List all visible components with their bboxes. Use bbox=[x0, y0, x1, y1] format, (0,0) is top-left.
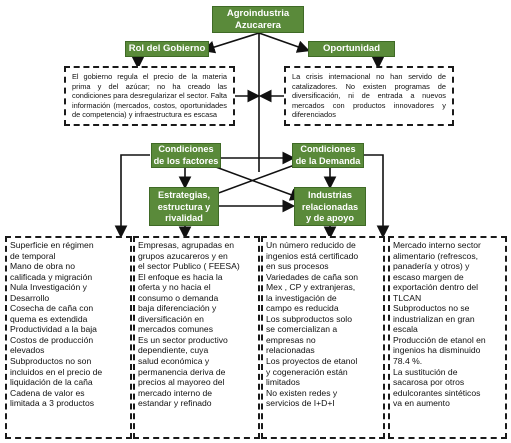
demanda-detail-line: ingenios ha disminuido bbox=[393, 345, 481, 356]
oportunidad-text-box: La crisis internacional no han servido d… bbox=[284, 66, 454, 126]
estrategias-box: Estrategias, estructura y rivalidad bbox=[149, 187, 219, 226]
factores-detail-line: Desarrollo bbox=[10, 292, 50, 303]
industrias-detail-line: Mex , CP y extranjeras, bbox=[266, 282, 356, 293]
estrategias-detail-line: estandar y refinado bbox=[138, 398, 212, 409]
rol-gobierno-box: Rol del Gobierno bbox=[125, 41, 209, 57]
industrias-detail-line: Variedades de caña son bbox=[266, 271, 359, 282]
factores-detail-line: Productividad a la baja bbox=[10, 324, 97, 335]
factores-detail-line: de temporal bbox=[10, 250, 56, 261]
factores-detail-line: liquidación de la caña bbox=[10, 377, 93, 388]
factores-detail-line: Costos de producción bbox=[10, 334, 94, 345]
industrias-box: Industrias relacionadas y de apoyo bbox=[294, 187, 366, 226]
estrategias-line-2: estructura y bbox=[157, 201, 211, 212]
industrias-detail-line: ingenios está certificado bbox=[266, 250, 359, 261]
industrias-detail-line: se comercializan a bbox=[266, 324, 338, 335]
demanda-detail-line: panadería y otros) y bbox=[393, 261, 470, 272]
industrias-details-column: Un número reducido de ingenios está cert… bbox=[261, 236, 385, 439]
demanda-detail-line: edulcorantes sintéticos bbox=[393, 387, 481, 398]
demanda-detail-line: industrializan en gran bbox=[393, 313, 475, 324]
estrategias-detail-line: El enfoque es hacia la bbox=[138, 271, 223, 282]
demanda-detail-line: La sustitución de bbox=[393, 366, 458, 377]
estrategias-detail-line: baja diferenciación y bbox=[138, 303, 217, 314]
demanda-detail-line: sacarosa por otros bbox=[393, 377, 465, 388]
industrias-detail-line: empresas no bbox=[266, 334, 316, 345]
factores-detail-line: Cosecha de caña con bbox=[10, 303, 94, 314]
industrias-detail-line: Los proyectos de etanol bbox=[266, 356, 358, 367]
industrias-detail-line: limitados bbox=[266, 377, 300, 388]
factores-detail-line: Superficie en régimen bbox=[10, 240, 94, 250]
demanda-details-column: Mercado interno sector alimentario (refr… bbox=[388, 236, 507, 439]
demanda-detail-line: escaso margen de bbox=[393, 271, 464, 282]
industrias-detail-line: No existen redes y bbox=[266, 387, 338, 398]
estrategias-detail-line: Empresas, agrupadas en bbox=[138, 240, 235, 250]
industrias-detail-line: y cogeneración están bbox=[266, 366, 348, 377]
rol-gobierno-label: Rol del Gobierno bbox=[128, 43, 206, 54]
estrategias-detail-line: precios al mayoreo del bbox=[138, 377, 225, 388]
industrias-detail-line: Un número reducido de bbox=[266, 240, 356, 250]
estrategias-detail-line: grupos azucareros y en bbox=[138, 250, 228, 261]
title-line-2: Azucarera bbox=[235, 20, 281, 31]
demanda-detail-line: alimentario (refrescos, bbox=[393, 250, 479, 261]
factores-line-1: Condiciones bbox=[158, 144, 214, 154]
industrias-detail-line: campo es reducida bbox=[266, 303, 339, 314]
factores-detail-line: Cadena de valor es bbox=[10, 387, 85, 398]
demanda-detail-line: 78.4 %. bbox=[393, 356, 423, 367]
estrategias-detail-line: mercado interno de bbox=[138, 387, 213, 398]
factores-line-2: de los factores bbox=[153, 155, 219, 166]
estrategias-detail-line: mercados comunes bbox=[138, 324, 213, 335]
industrias-detail-line: en sus procesos bbox=[266, 261, 329, 272]
industrias-detail-line: Los subproductos solo bbox=[266, 313, 352, 324]
oportunidad-text: La crisis internacional no han servido d… bbox=[292, 72, 446, 120]
demanda-detail-line: Subproductos no se bbox=[393, 303, 470, 314]
demanda-line-2: de la Demanda bbox=[295, 155, 361, 166]
industrias-line-2: relacionadas bbox=[301, 201, 359, 212]
estrategias-detail-line: el sector Publico ( FEESA) bbox=[138, 261, 240, 272]
demanda-detail-line: TLCAN bbox=[393, 292, 422, 303]
demanda-detail-line: exportación dentro del bbox=[393, 282, 479, 293]
estrategias-details-column: Empresas, agrupadas en grupos azucareros… bbox=[133, 236, 260, 439]
demanda-detail-line: Producción de etanol en bbox=[393, 334, 486, 345]
factores-detail-line: Mano de obra no bbox=[10, 261, 75, 272]
factores-detail-line: elevados bbox=[10, 345, 45, 356]
factores-detail-line: quema es extendida bbox=[10, 313, 88, 324]
factores-detail-line: incluidos en el precio de bbox=[10, 366, 103, 377]
industrias-detail-line: la investigación de bbox=[266, 292, 337, 303]
estrategias-detail-line: permanencia deriva de bbox=[138, 366, 226, 377]
estrategias-line-3: rivalidad bbox=[165, 213, 203, 223]
demanda-line-1: Condiciones bbox=[300, 144, 356, 154]
industrias-line-3: y de apoyo bbox=[306, 213, 354, 223]
factores-box: Condiciones de los factores bbox=[151, 143, 221, 168]
estrategias-detail-line: salud económica y bbox=[138, 356, 210, 367]
estrategias-line-1: Estrategias, bbox=[157, 190, 211, 200]
oportunidad-label: Oportunidad bbox=[323, 43, 380, 54]
factores-detail-line: Nula Investigación y bbox=[10, 282, 87, 293]
title-line-1: Agroindustria bbox=[226, 8, 290, 19]
factores-detail-line: Subproductos no son bbox=[10, 356, 92, 367]
gobierno-text: El gobierno regula el precio de la mater… bbox=[72, 72, 227, 120]
demanda-detail-line: va en aumento bbox=[393, 398, 450, 409]
estrategias-detail-line: Es un sector productivo bbox=[138, 334, 228, 345]
demanda-detail-line: escala bbox=[393, 324, 418, 335]
title-box: Agroindustria Azucarera bbox=[212, 6, 304, 33]
industrias-detail-line: servicios de I+D+I bbox=[266, 398, 335, 409]
demanda-box: Condiciones de la Demanda bbox=[292, 143, 364, 168]
estrategias-detail-line: oferta y no hacia el bbox=[138, 282, 211, 293]
industrias-detail-line: relacionadas bbox=[266, 345, 315, 356]
estrategias-detail-line: consumo o demanda bbox=[138, 292, 219, 303]
factores-detail-line: calificada y migración bbox=[10, 271, 93, 282]
gobierno-text-box: El gobierno regula el precio de la mater… bbox=[64, 66, 235, 126]
estrategias-detail-line: dependiente, cuya bbox=[138, 345, 209, 356]
estrategias-detail-line: diversificación en bbox=[138, 313, 204, 324]
oportunidad-box: Oportunidad bbox=[308, 41, 395, 57]
industrias-line-1: Industrias bbox=[308, 190, 352, 200]
demanda-detail-line: Mercado interno sector bbox=[393, 240, 481, 250]
factores-details-column: Superficie en régimen de temporal Mano d… bbox=[5, 236, 132, 439]
factores-detail-line: limitada a 3 productos bbox=[10, 398, 95, 409]
